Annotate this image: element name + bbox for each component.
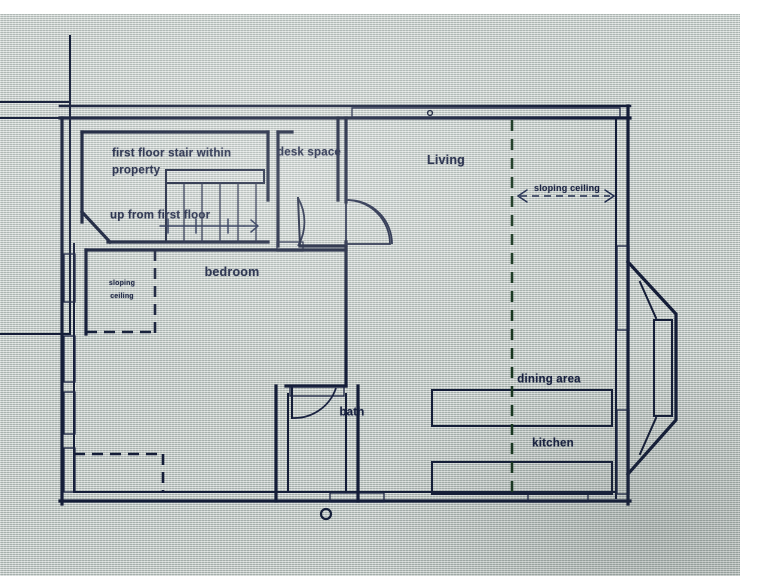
bottom-wall-windows: [319, 492, 589, 521]
bath-label: bath: [339, 406, 365, 419]
site-extension-lines: [0, 35, 71, 335]
floor-plan-photo: .w { fill:none; stroke:#141d38; stroke-w…: [0, 14, 740, 576]
dining-area-label: dining area: [517, 373, 581, 386]
bedroom-sloping-ceiling-boundary: [84, 248, 348, 336]
bath-walls: [274, 384, 360, 503]
stair-enclosure: [79, 130, 270, 245]
sloping-ceiling-bedroom-label-line2: ceiling: [110, 292, 134, 300]
bedroom-label: bedroom: [204, 264, 260, 279]
floor-plan-drawing: .w { fill:none; stroke:#141d38; stroke-w…: [0, 35, 678, 521]
first-floor-stair-note-line2: property: [112, 164, 161, 177]
first-floor-stair-note-line1: first floor stair within: [112, 147, 232, 160]
sloping-ceiling-dimension-arrow: [516, 189, 616, 203]
desk-space-label: desk space: [276, 146, 342, 159]
sloping-ceiling-bedroom-label-line1: sloping: [108, 279, 136, 287]
living-label: Living: [426, 152, 466, 167]
kitchen-label: kitchen: [532, 437, 574, 450]
left-wall-windows: [63, 253, 76, 493]
bay-window-projection: [616, 245, 678, 495]
kitchen-units: [431, 389, 613, 495]
top-wall-window: [351, 107, 621, 118]
living-hall-wall: [298, 116, 348, 388]
desk-space-walls: [276, 116, 340, 252]
up-from-first-floor-label: up from first floor: [110, 209, 211, 222]
staircase: [159, 169, 265, 243]
sloping-ceiling-living-label: sloping ceiling: [533, 182, 601, 193]
lower-left-dashed-area: [73, 452, 165, 493]
door-swings: [291, 196, 393, 419]
